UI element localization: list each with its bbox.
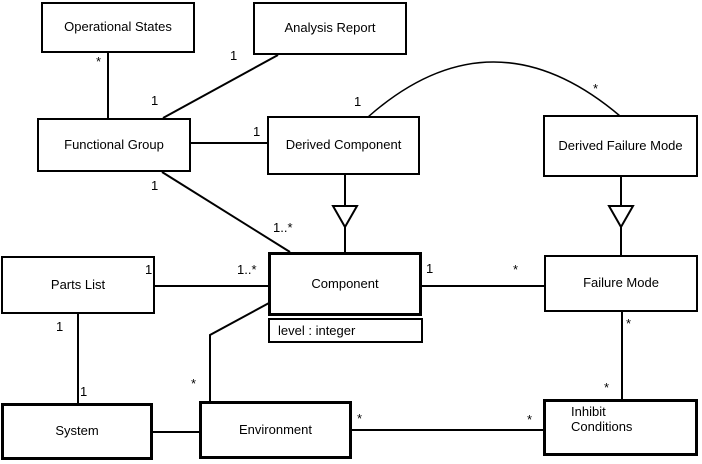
multiplicity-label: 1 bbox=[253, 124, 261, 139]
class-name: Component bbox=[311, 275, 379, 291]
class-box-system: System bbox=[1, 403, 153, 460]
class-name: Environment bbox=[239, 421, 312, 437]
multiplicity-label: * bbox=[527, 412, 533, 427]
class-box-analysis-report: Analysis Report bbox=[253, 2, 407, 55]
multiplicity-label: * bbox=[513, 262, 519, 277]
class-name: Derived Failure Mode bbox=[558, 137, 683, 153]
class-name: Operational States bbox=[64, 19, 172, 35]
class-box-derived-component: Derived Component bbox=[267, 116, 420, 175]
multiplicity-label: 1 bbox=[145, 262, 153, 277]
attribute-label: level : integer bbox=[278, 323, 356, 338]
class-name: Failure Mode bbox=[583, 275, 659, 291]
multiplicity-label: 1 bbox=[151, 178, 159, 193]
multiplicity-label: 1..* bbox=[273, 220, 293, 235]
class-name: System bbox=[55, 423, 99, 439]
multiplicity-label: 1 bbox=[354, 94, 362, 109]
generalization-triangle-icon bbox=[607, 205, 635, 230]
multiplicity-label: 1..* bbox=[237, 262, 257, 277]
class-box-parts-list: Parts List bbox=[1, 256, 155, 314]
class-box-inhibit-conditions: Inhibit Conditions bbox=[543, 399, 698, 456]
class-box-operational-states: Operational States bbox=[41, 2, 195, 53]
multiplicity-label: * bbox=[604, 380, 610, 395]
class-name: Analysis Report bbox=[284, 20, 376, 36]
edge-environment-component bbox=[209, 302, 270, 401]
class-name-line-2: Conditions bbox=[571, 418, 633, 434]
class-name-line-1: Inhibit bbox=[571, 404, 606, 419]
class-box-derived-failure-mode: Derived Failure Mode bbox=[543, 115, 698, 177]
multiplicity-label: * bbox=[96, 54, 102, 69]
edge-derived-component-derived-failure-mode-curve bbox=[367, 61, 621, 118]
multiplicity-label: * bbox=[593, 81, 599, 96]
class-name: Derived Component bbox=[285, 137, 402, 153]
multiplicity-label: * bbox=[626, 316, 632, 331]
class-box-component: Component bbox=[268, 252, 422, 316]
class-attributes-component: level : integer bbox=[268, 318, 423, 343]
edge-functional-group-analysis-report bbox=[162, 54, 279, 119]
class-box-environment: Environment bbox=[199, 401, 352, 459]
multiplicity-label: 1 bbox=[80, 384, 88, 399]
class-box-functional-group: Functional Group bbox=[37, 118, 191, 172]
multiplicity-label: 1 bbox=[151, 93, 159, 108]
multiplicity-label: 1 bbox=[426, 261, 434, 276]
multiplicity-label: 1 bbox=[230, 48, 238, 63]
multiplicity-label: 1 bbox=[56, 319, 64, 334]
class-name: Inhibit Conditions bbox=[546, 402, 632, 435]
class-box-failure-mode: Failure Mode bbox=[544, 255, 698, 312]
generalization-triangle-icon bbox=[331, 205, 359, 230]
class-name: Parts List bbox=[50, 276, 106, 292]
multiplicity-label: * bbox=[357, 411, 363, 426]
multiplicity-label: * bbox=[191, 376, 197, 391]
class-name: Functional Group bbox=[64, 136, 164, 152]
edge-functional-group-component bbox=[161, 171, 291, 253]
